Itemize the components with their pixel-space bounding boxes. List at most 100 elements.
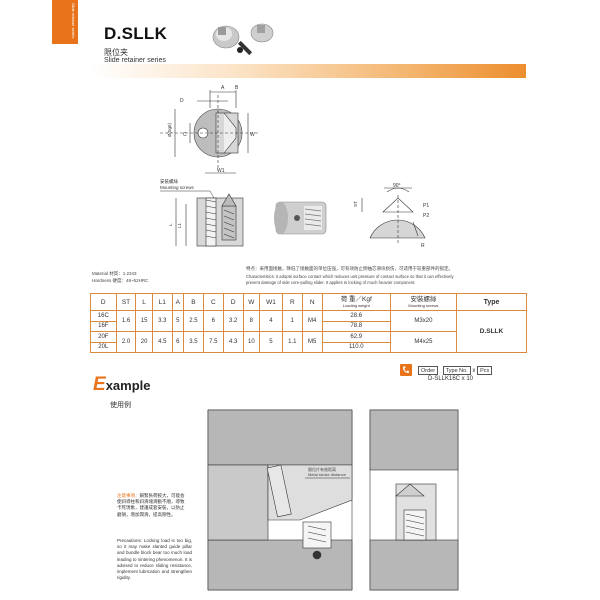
order-format: Order Type No. x Pcs [418, 366, 493, 375]
precautions-en: Precautions: Locking load is too big, so… [117, 538, 192, 581]
header-band [90, 64, 526, 78]
example-heading-rest: xample [105, 378, 151, 393]
subtitle-cn: 限位夹 [104, 48, 128, 57]
caution-cn-text: 鎖緊負荷較大，可能会使斜導柱和斜滑塊滑動不順，導致卡死現象，建議成套安裝，以防止… [117, 493, 185, 517]
label-angle: 90° [393, 183, 401, 189]
caution-cn: 注意事項：鎖緊負荷較大，可能会使斜導柱和斜滑塊滑動不順，導致卡死現象，建議成套安… [117, 493, 187, 518]
cell-l1: 4.5 [151, 331, 173, 353]
section-tab-label: Slide retainer series [71, 3, 76, 39]
example-heading: Example [93, 374, 151, 396]
table-row: 20F 2.0 20 4.5 6 3.5 7.5 4.3 10 5 1.1 M5… [90, 331, 527, 353]
mounting-label-cn: 安裝螺絲 [160, 178, 178, 185]
cell-b: 3.5 [183, 331, 204, 353]
cell-n: M4 [301, 310, 323, 332]
cell-l: 15 [135, 310, 153, 332]
col-d2: D [222, 293, 244, 311]
cell-r: 1.1 [281, 331, 303, 353]
col-st: ST [115, 293, 137, 311]
cell-st: 2.0 [115, 331, 137, 353]
cell-w1: 4 [259, 310, 283, 332]
cell-screw: M4x25 [389, 331, 458, 353]
cell-load: 28.6 [321, 310, 391, 322]
col-n: N [301, 293, 323, 311]
col-type: Type [456, 293, 527, 311]
subtitle-en: Slide retainer series [104, 57, 166, 64]
cell-a: 5 [171, 310, 185, 332]
angle-detail-drawing [361, 187, 426, 245]
cell-r: 1 [281, 310, 303, 332]
example-heading-initial: E [93, 374, 106, 395]
col-l1: L1 [151, 293, 173, 311]
cell-load: 78.8 [321, 320, 391, 332]
cell-load: 62.9 [321, 331, 391, 343]
col-b: B [183, 293, 204, 311]
label-l1: L1 [177, 222, 182, 228]
cell-d: 20L [90, 341, 117, 353]
cell-d: 20F [90, 331, 117, 343]
cell-a: 6 [171, 331, 185, 353]
cell-d2: 4.3 [222, 331, 244, 353]
label-r: R [421, 243, 425, 249]
cell-l: 20 [135, 331, 153, 353]
cell-screw: M3x20 [389, 310, 458, 332]
screw-header-en: Mounting screws [408, 303, 439, 308]
side-photo [274, 201, 327, 235]
screw-header-cn: 安裝螺絲 [410, 296, 437, 303]
caution-label: 注意事項： [117, 493, 140, 498]
cell-c: 6 [202, 310, 224, 332]
label-w1: W1 [217, 168, 225, 174]
metal-stroke-en: Metal stroke distance [308, 472, 346, 477]
pcs-box: Pcs [477, 366, 493, 375]
phone-icon [400, 364, 412, 376]
cell-type: D.SLLK [456, 310, 527, 353]
metal-stroke-cn: 限位片有效距离 [308, 467, 336, 472]
label-a: A [221, 85, 225, 91]
col-w1: W1 [259, 293, 283, 311]
col-r: R [281, 293, 303, 311]
page-title: D.SLLK [104, 24, 168, 43]
label-l: L [168, 223, 173, 226]
cell-w: 10 [242, 331, 261, 353]
mounting-label-en: Mounting screws [160, 185, 195, 190]
cell-w: 8 [242, 310, 261, 332]
cell-load: 110.0 [321, 341, 391, 353]
order-example: D-SLLK16C x 10 [428, 376, 474, 382]
table-row: 20L 110.0 [90, 341, 527, 353]
cell-d: 16F [90, 320, 117, 332]
hardness-text: Hardness 硬度：48~52HRC [92, 278, 149, 283]
col-d: D [90, 293, 117, 311]
features-en-1: Characteristics: it adopts surface conta… [246, 274, 454, 279]
col-load: 荷 重／Kgf Loading weight [321, 293, 391, 311]
material-text: Material 材質：1.2343 [92, 271, 137, 276]
label-p2: P2 [423, 213, 429, 219]
cell-st: 1.6 [115, 310, 137, 332]
order-x: x [472, 368, 476, 374]
cell-l1: 3.3 [151, 310, 173, 332]
usage-example-drawing [207, 409, 459, 591]
col-screw: 安裝螺絲 Mounting screws [389, 293, 458, 311]
cell-c: 7.5 [202, 331, 224, 353]
order-box: Order [418, 366, 439, 375]
label-diam: Ø(5g6) [167, 122, 172, 137]
label-st: ST [353, 201, 358, 207]
label-c: C [183, 132, 187, 138]
table-header-row: D ST L L1 A B C D W W1 R N 荷 重／Kgf Loadi… [90, 293, 527, 311]
label-p1: P1 [423, 203, 429, 209]
label-d: D [180, 98, 184, 104]
features-en-2: prevent damage of side core-pulling slid… [246, 280, 416, 285]
side-section-drawing [175, 193, 244, 247]
load-header-en: Loading weight [342, 303, 370, 308]
cell-d: 16C [90, 310, 117, 322]
col-a: A [171, 293, 185, 311]
type-no-box: Type No. [442, 366, 471, 375]
col-c: C [202, 293, 224, 311]
product-photo [212, 23, 274, 56]
cell-b: 2.5 [183, 310, 204, 332]
col-w: W [242, 293, 261, 311]
cell-w1: 5 [259, 331, 283, 353]
cell-d2: 3.2 [222, 310, 244, 332]
label-b: B [235, 85, 239, 91]
top-view-drawing [160, 90, 258, 174]
load-header-cn: 荷 重／Kgf [340, 296, 372, 303]
